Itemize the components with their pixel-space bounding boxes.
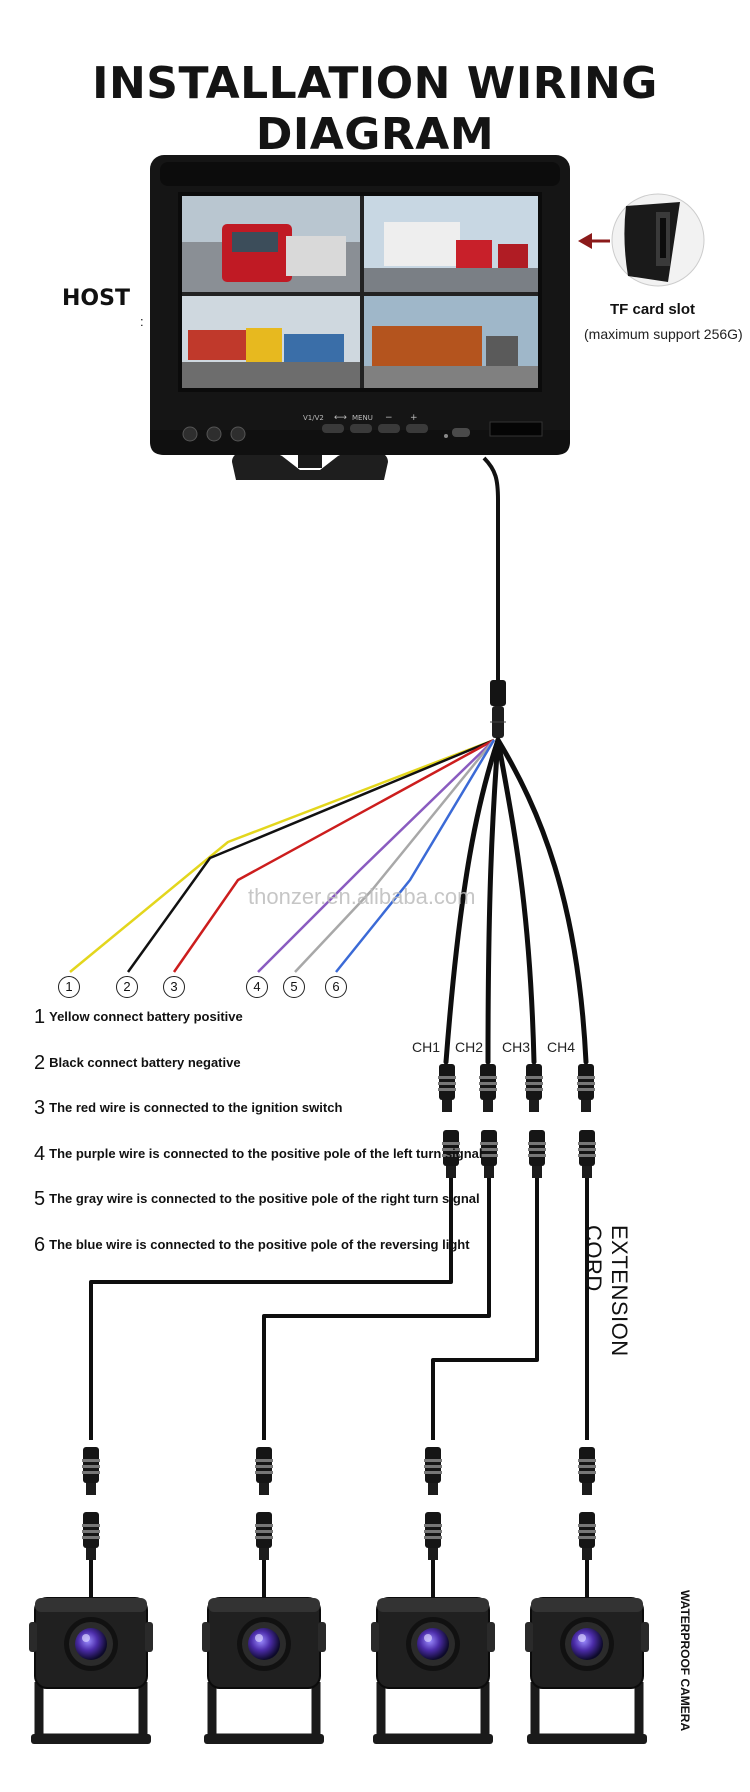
waterproof-camera-label: WATERPROOF CAMERA — [678, 1590, 692, 1732]
power-wire — [294, 739, 495, 973]
channel-label: CH1 — [412, 1039, 441, 1055]
channel-cables — [443, 737, 589, 1065]
wire-number: 6 — [325, 976, 347, 998]
camera-icon — [525, 1598, 649, 1744]
wire-number: 1 — [58, 976, 80, 998]
cameras — [29, 1598, 649, 1744]
channel-label: CH3 — [502, 1039, 531, 1055]
tf-card-title: TF card slot — [610, 301, 696, 318]
minus-label: − — [385, 413, 393, 423]
menu-label: MENU — [352, 414, 373, 422]
page-title: INSTALLATION WIRING DIAGRAM — [92, 58, 658, 160]
wire-number: 3 — [163, 976, 185, 998]
power-wire — [69, 738, 495, 973]
svg-text:⟷: ⟷ — [334, 413, 347, 423]
plus-label: + — [410, 413, 418, 423]
power-wire — [172, 738, 495, 973]
host-colon: : — [140, 314, 144, 329]
power-wire — [257, 739, 495, 973]
wire-number: 4 — [246, 976, 268, 998]
channel-label: CH4 — [547, 1039, 576, 1055]
monitor: V1/V2 ⟷ MENU − + — [150, 155, 570, 480]
watermark: thonzer.en.alibaba.com — [248, 884, 476, 909]
channel-label: CH2 — [455, 1039, 484, 1055]
camera-icon — [371, 1598, 495, 1744]
tf-card-inset — [578, 193, 705, 287]
camera-icon — [29, 1598, 153, 1744]
wire-number: 5 — [283, 976, 305, 998]
main-cable — [482, 456, 506, 738]
v1v2-label: V1/V2 — [303, 414, 324, 422]
tf-card-subtitle: (maximum support 256G) — [584, 326, 743, 342]
wire-number: 2 — [116, 976, 138, 998]
camera-icon — [202, 1598, 326, 1744]
host-label: HOST — [62, 286, 130, 311]
camera-connectors — [82, 1447, 596, 1598]
extension-cord-label: EXTENSION CORD — [581, 1225, 632, 1357]
power-wire — [335, 739, 496, 973]
power-wire — [126, 738, 495, 973]
extension-cords — [89, 1178, 589, 1440]
power-wires — [69, 738, 496, 973]
